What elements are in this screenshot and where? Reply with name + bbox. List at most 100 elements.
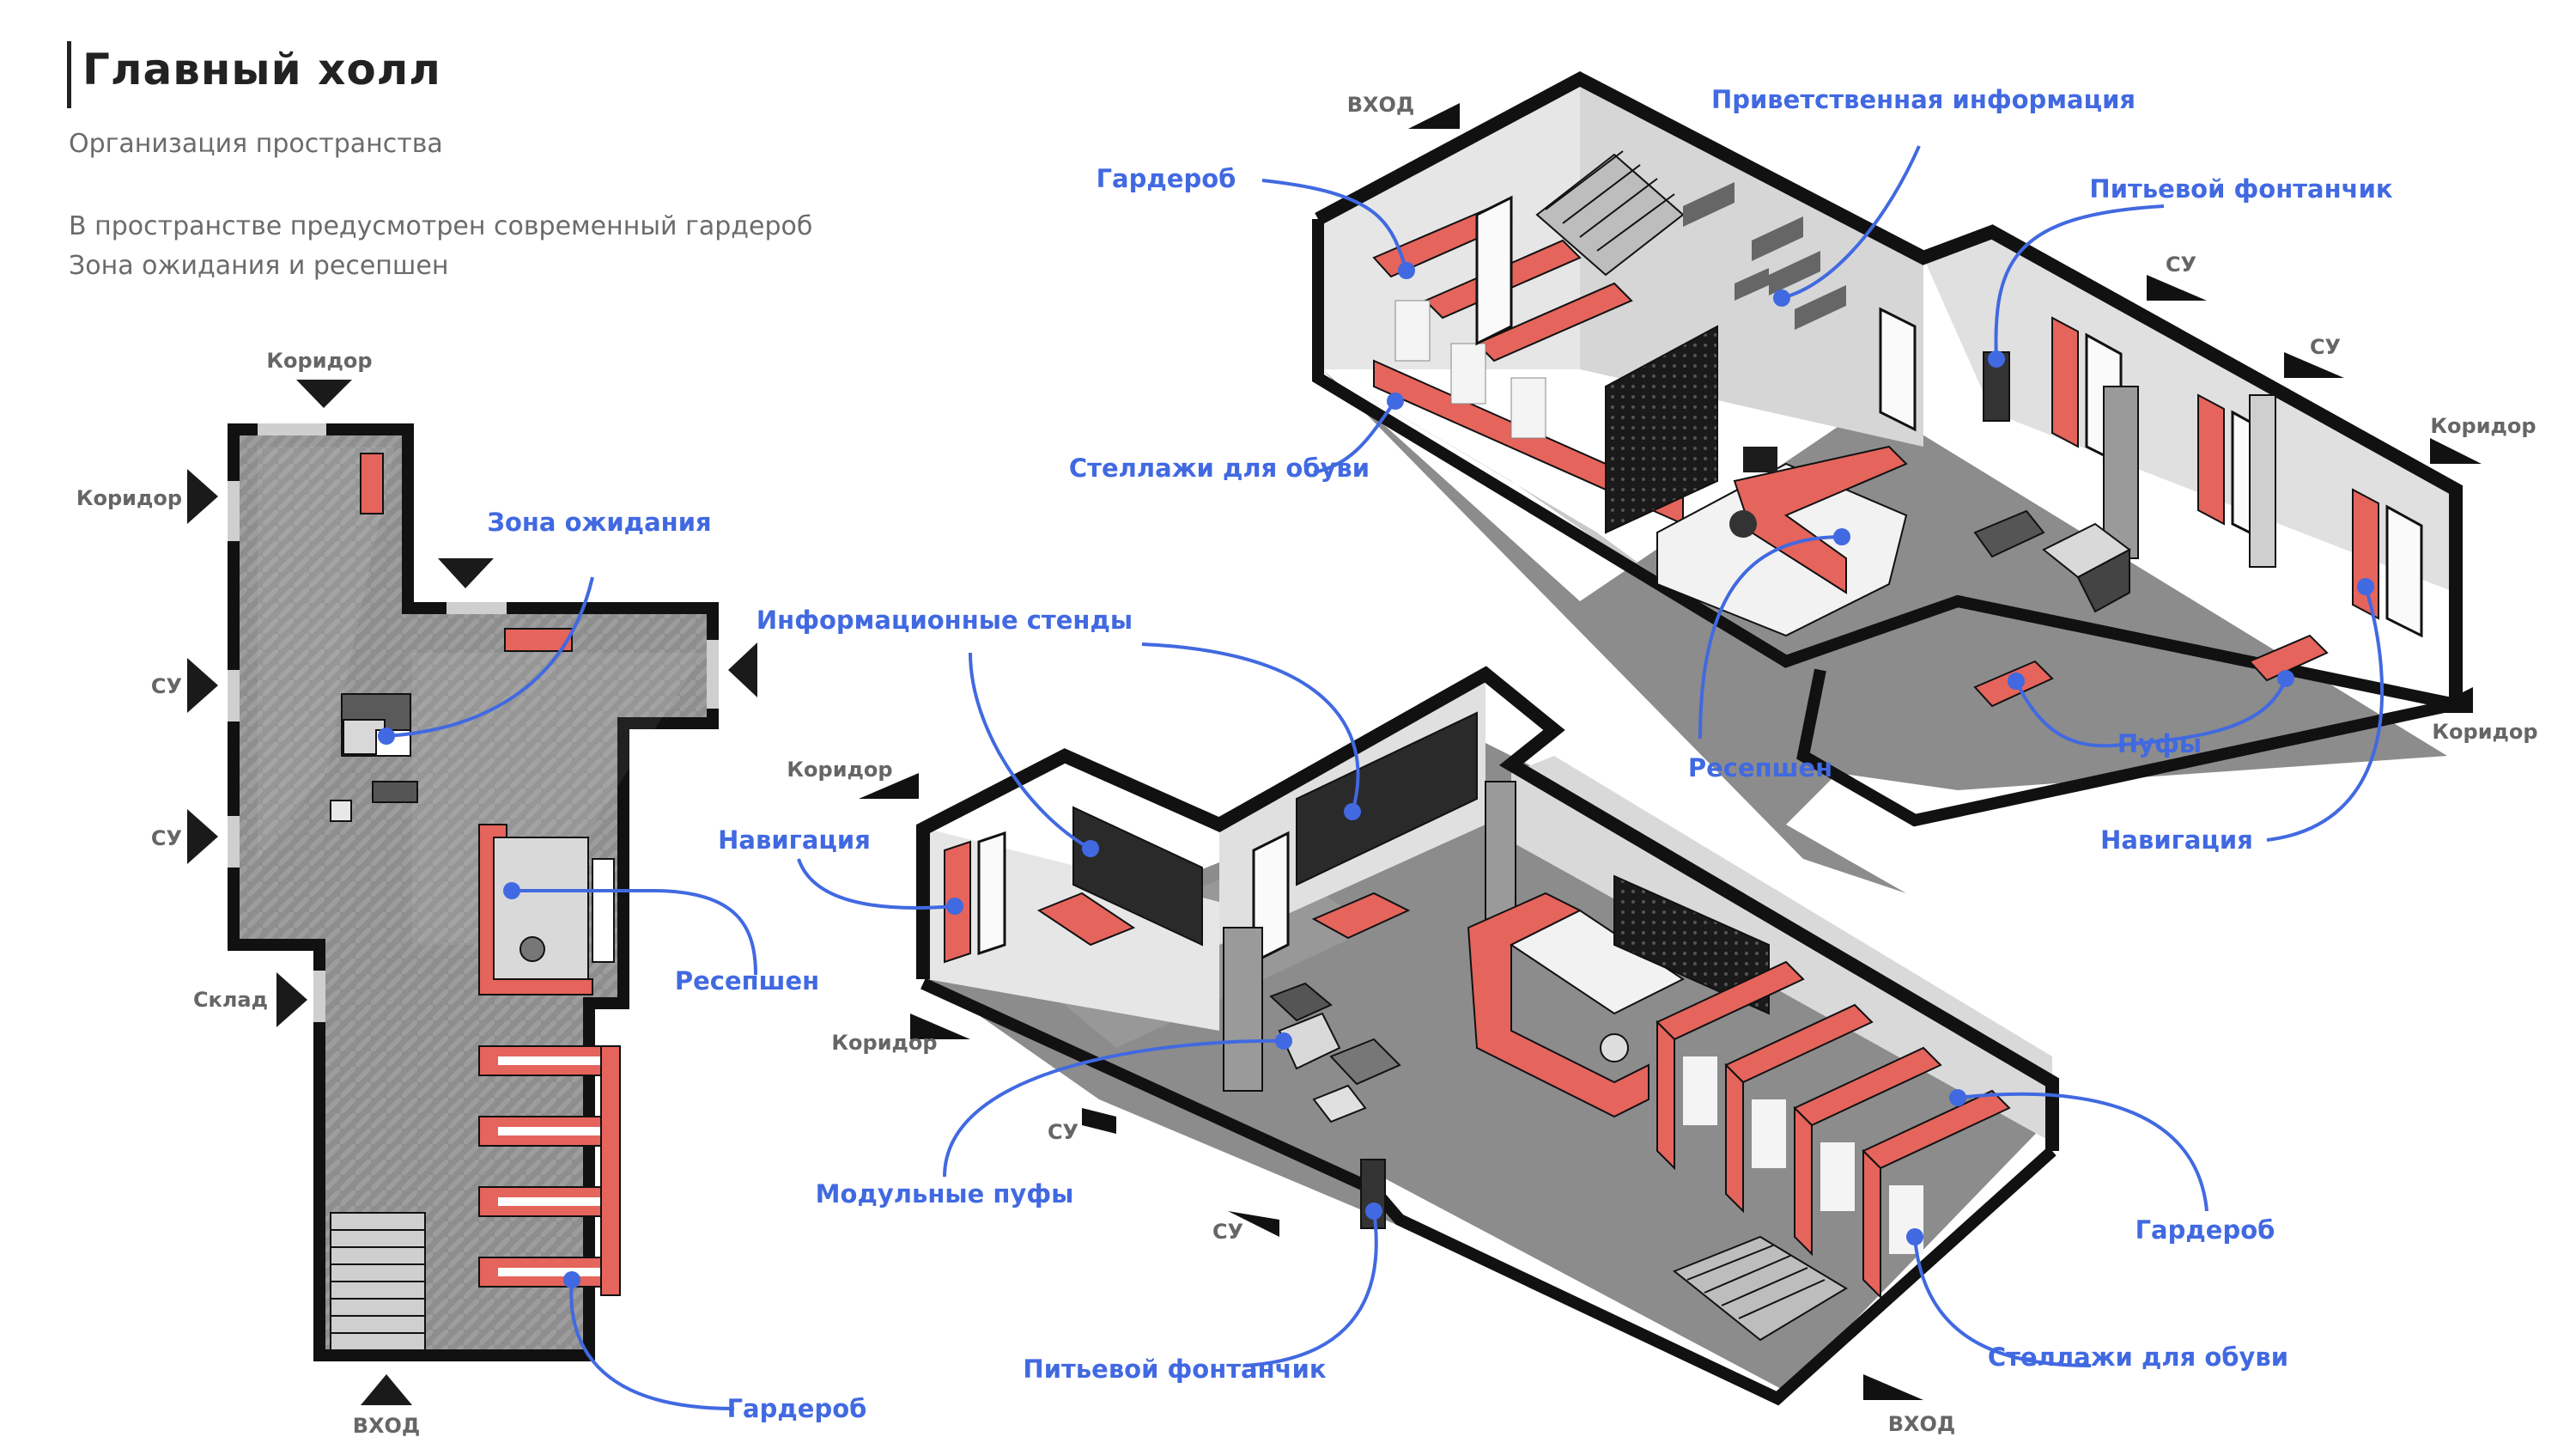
bottom-arrow-entrance (1863, 1374, 1923, 1400)
callout-wardrobe-dot (563, 1271, 580, 1288)
top-callout-reception-dot (1833, 528, 1850, 545)
top-iso-welcome-panels (1683, 182, 1846, 330)
top-iso-door-1 (1879, 307, 1917, 432)
arrow-wc-2 (187, 809, 218, 864)
top-callout-fountain-line (1994, 204, 2165, 360)
callout-wardrobe-line (569, 1279, 735, 1410)
plan-table (372, 781, 418, 803)
arrow-wc-1 (187, 658, 218, 713)
top-callout-poufs-dot-2 (2277, 670, 2294, 687)
plan-cube (330, 800, 352, 822)
plan-label-wardrobe: Гардероб (727, 1394, 867, 1423)
arrow-hall-right (728, 642, 757, 697)
top-arrow-entrance (1408, 103, 1460, 129)
floor-plan: Коридор Коридор СУ СУ Склад ВХОД Зона ож… (76, 349, 867, 1438)
bottom-callout-stands-dot-2 (1344, 803, 1361, 820)
bottom-arrow-wc-2 (1228, 1211, 1279, 1237)
top-label-navigation: Навигация (2100, 825, 2253, 855)
plan-door-left-3 (228, 816, 240, 868)
top-arrow-wc-2 (2284, 352, 2344, 378)
plan-label-reception: Ресепшен (675, 966, 819, 995)
top-iso-mesh-partition (1605, 325, 1718, 534)
bottom-callout-navigation-line (797, 858, 956, 910)
top-label-wardrobe: Гардероб (1097, 164, 1236, 193)
top-callout-fountain-dot (1988, 350, 2005, 368)
bottom-label-fountain: Питьевой фонтанчик (1023, 1355, 1326, 1384)
top-callout-welcome-dot (1773, 289, 1790, 307)
top-arrow-wc-1 (2147, 275, 2207, 301)
top-iso-seating (1973, 509, 2131, 613)
bottom-callout-poufs-line (943, 1038, 1285, 1178)
bottom-isometric-view: Информационные стенды Коридор Навигация … (718, 606, 2288, 1436)
bottom-callout-stands-line-2 (1141, 642, 1360, 813)
plan-label-wc-2: СУ (151, 826, 182, 850)
plan-door-top (258, 423, 326, 435)
plan-door-right (707, 640, 719, 709)
top-callout-navigation-dot (2357, 578, 2374, 595)
bottom-arrow-corridor-1 (859, 773, 919, 799)
arrow-entrance (361, 1374, 412, 1405)
bottom-label-modular-poufs: Модульные пуфы (816, 1179, 1074, 1209)
bottom-iso-reception (1467, 874, 1770, 1118)
top-callout-wardrobe-dot (1398, 262, 1415, 279)
bottom-callout-shoe-dot (1906, 1228, 1923, 1245)
top-label-fountain: Питьевой фонтанчик (2089, 174, 2392, 204)
bottom-label-corridor-1: Коридор (787, 758, 892, 782)
top-iso-door-entry (1475, 195, 1513, 346)
callout-waiting-line (386, 576, 594, 738)
arrow-corridor-left (187, 469, 218, 524)
bottom-iso-right-wall (1511, 756, 2052, 1142)
top-callout-welcome-line (1781, 145, 1921, 300)
bottom-iso-stairs (1673, 1235, 1848, 1342)
bottom-iso-bench-2 (1311, 892, 1411, 940)
plan-label-storage: Склад (193, 988, 268, 1012)
top-callout-poufs-dot-1 (2008, 673, 2025, 690)
bottom-label-navigation: Навигация (718, 825, 871, 855)
arrow-hall-top (438, 558, 494, 588)
top-label-corridor-1: Коридор (2430, 414, 2536, 438)
top-callout-shoe-line (1313, 399, 1397, 474)
top-label-wc-2: СУ (2310, 335, 2341, 359)
bottom-callout-wardrobe-line (1957, 1092, 2208, 1212)
top-label-shoe-racks: Стеллажи для обуви (1069, 454, 1370, 483)
bottom-arrow-wc-1 (1082, 1108, 1116, 1134)
bottom-callout-fountain-dot (1365, 1202, 1382, 1220)
top-iso-front-edge (1312, 219, 2458, 710)
top-label-reception: Ресепшен (1688, 753, 1832, 782)
plan-label-waiting-text: Зона ожидания (487, 508, 711, 537)
top-label-welcome-info: Приветственная информация (1711, 85, 2136, 114)
bottom-iso-fountain (1360, 1159, 1386, 1229)
plan-wardrobe-rows (478, 1045, 621, 1296)
top-iso-door-4 (2385, 504, 2423, 638)
top-label-wc-1: СУ (2166, 253, 2196, 277)
top-iso-front-edge-2 (1796, 668, 2458, 827)
bottom-arrow-corridor-2 (910, 1014, 970, 1039)
bottom-callout-stands-dot-1 (1082, 840, 1099, 857)
bottom-callout-navigation-dot (946, 898, 963, 915)
bottom-callout-shoe-line (1913, 1236, 2092, 1367)
arrow-storage (276, 972, 307, 1027)
top-callout-navigation-line (2266, 586, 2385, 842)
callout-waiting-dot (378, 728, 395, 745)
top-arrow-corridor-1 (2430, 438, 2482, 464)
plan-door-left-1 (228, 481, 240, 541)
bottom-iso-info-stand-1 (1072, 806, 1203, 947)
top-iso-nav-panel-3 (2352, 488, 2379, 620)
callout-reception-dot (503, 882, 520, 899)
bottom-label-info-stands: Информационные стенды (756, 606, 1133, 635)
top-iso-nav-panel-1 (2051, 316, 2079, 448)
plan-label-corridor-left: Коридор (76, 486, 182, 510)
plan-label-waiting: Зона ожидания (487, 508, 711, 537)
top-iso-pillar-1 (2103, 386, 2139, 559)
plan-label-wc-1: СУ (151, 674, 182, 698)
bottom-callout-wardrobe-dot (1949, 1089, 1966, 1106)
floor-plan-outline (228, 423, 719, 1361)
top-callout-reception-line (1698, 535, 1843, 740)
plan-door-storage (313, 971, 325, 1022)
top-iso-wall-outline (1315, 70, 2463, 704)
top-arrow-corridor-2 (2421, 687, 2473, 713)
bottom-iso-bench-1 (1036, 892, 1136, 947)
top-iso-pouf-2 (2248, 634, 2329, 682)
